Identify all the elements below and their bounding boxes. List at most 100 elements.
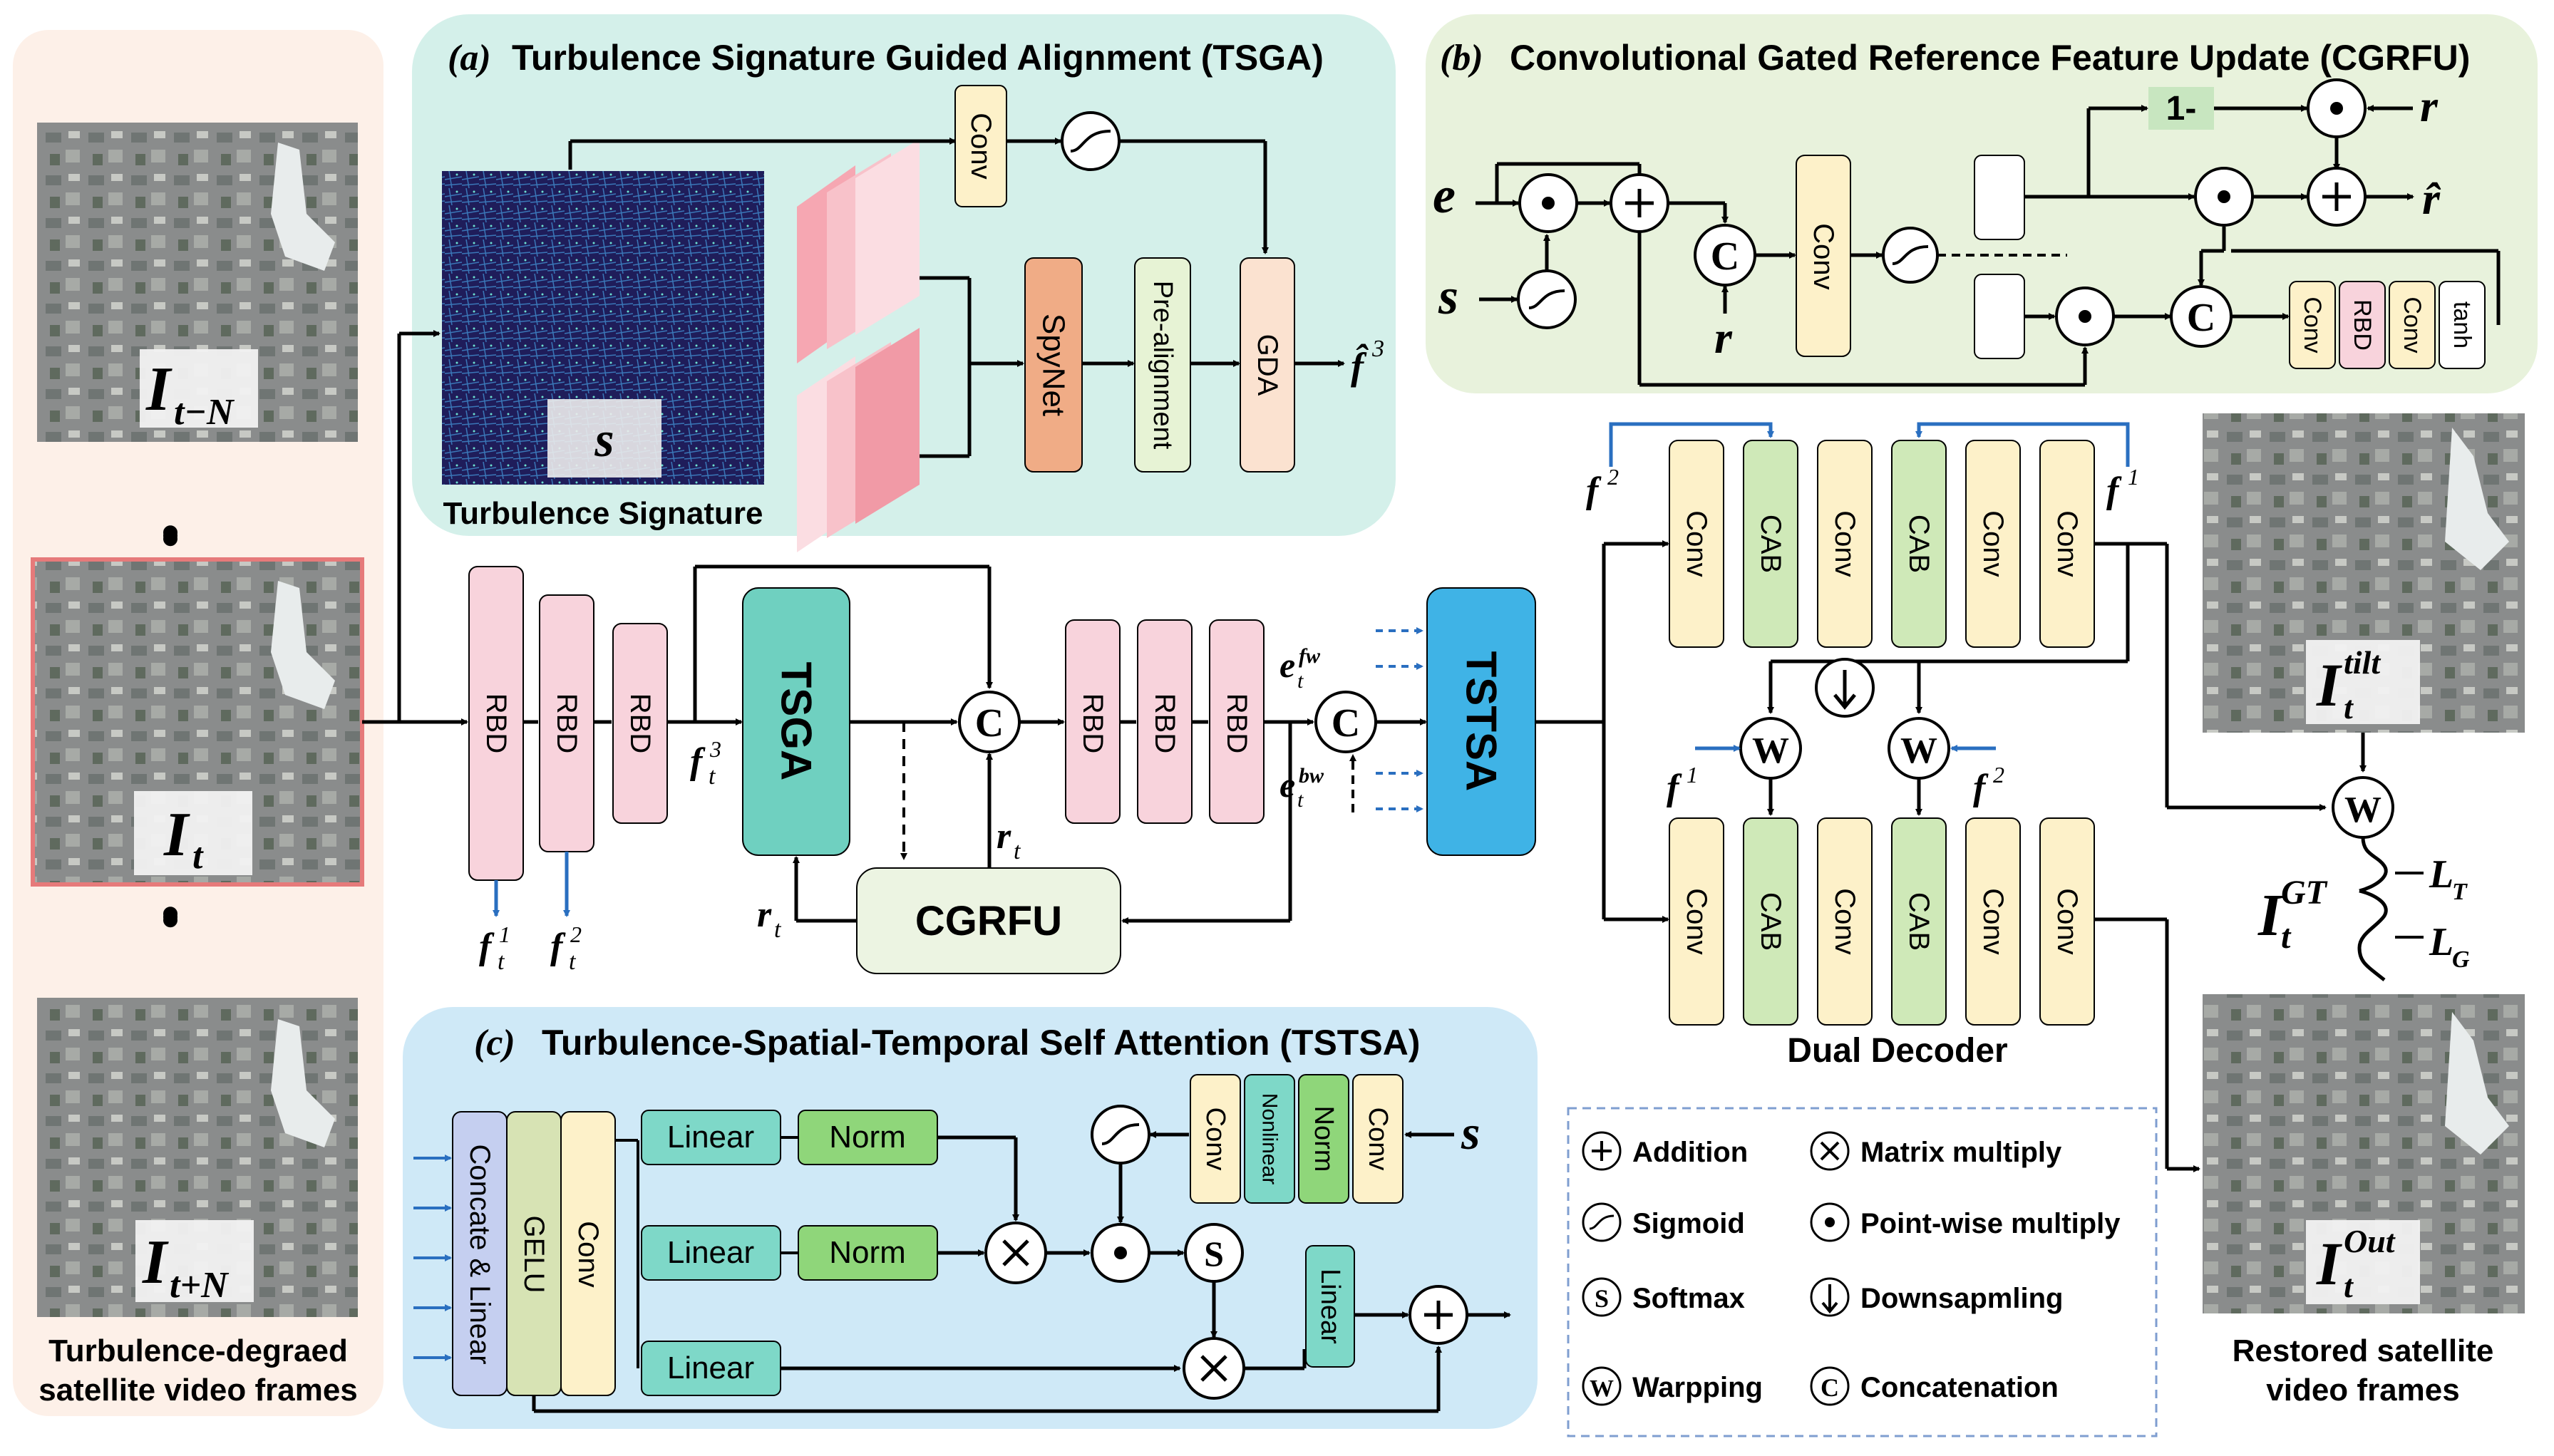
decoder-f2-label-2: f — [1973, 768, 1989, 808]
f1-label: f — [479, 926, 495, 967]
gt-main: I — [2257, 882, 2284, 949]
input-frame-t-minus-n: I t−N — [37, 123, 358, 442]
decoder-f2-sup: 2 — [1607, 464, 1619, 490]
concat-label: C — [975, 701, 1004, 745]
cgrfu-panel: (b) Convolutional Gated Reference Featur… — [1426, 14, 2538, 393]
efw-sup: fw — [1299, 644, 1321, 668]
rbd-label: RBD — [624, 693, 656, 753]
norm-label: Norm — [829, 1235, 906, 1270]
t-sub: t — [709, 763, 716, 790]
legend-sigmoid-label: Sigmoid — [1632, 1208, 1745, 1239]
warp-label: W — [1752, 730, 1789, 771]
linear-block-4 — [1305, 1245, 1355, 1368]
decoder-top-row: Conv CAB Conv CAB Conv Conv — [1669, 440, 2095, 648]
legend-warping-icon — [1582, 1366, 1622, 1406]
t-sub: t — [498, 949, 505, 975]
output-tilt-frame: I tilt t — [2203, 413, 2525, 733]
main-pipeline: RBD RBD RBD f 1 t f 2 t f 3 t TSGA C RBD… — [362, 330, 1536, 975]
tsga-conv-label: Conv — [965, 113, 997, 179]
legend-softmax-symbol: S — [1595, 1284, 1609, 1313]
legend-softmax-icon — [1582, 1277, 1622, 1317]
output-restored-frame: I Out t — [2203, 994, 2525, 1313]
cgrfu-r-input: r — [2420, 81, 2439, 131]
f2-label: f — [550, 926, 566, 967]
tstsa-label: TSTSA — [1458, 651, 1505, 792]
rbd-label: RBD — [480, 693, 512, 753]
decoder-f2-label: f — [1586, 470, 1602, 511]
tsga-conv-block — [954, 85, 1007, 207]
one-minus-label: 1- — [2166, 90, 2197, 128]
input-frame-t-plus-n: I t+N — [37, 998, 358, 1317]
tstsa-s-label: s — [1461, 1105, 1480, 1160]
rbd-label: RBD — [551, 693, 582, 753]
tsga-output-sup: 3 — [1371, 336, 1384, 362]
decoder-bottom-block-2: CAB — [1755, 892, 1786, 951]
dual-decoder: Conv CAB Conv CAB Conv Conv f 2 f 1 W W — [1535, 422, 2327, 1172]
signature-label: s — [594, 413, 614, 468]
lt-main: L — [2429, 852, 2453, 897]
gate-box-top — [1974, 155, 2025, 240]
decoder-bottom-block-4: CAB — [1903, 892, 1935, 951]
output-panel: I tilt t W I GT t L T L G I Out t Restor… — [2203, 413, 2525, 1408]
legend-pointwise-multiply-label: Point-wise multiply — [1860, 1208, 2121, 1239]
decoder-bottom-row: Conv CAB Conv CAB Conv Conv — [1669, 817, 2095, 1026]
legend-warping-symbol: W — [1590, 1375, 1614, 1402]
cgrfu-input-s: s — [1438, 268, 1458, 325]
out-sup: Out — [2344, 1223, 2396, 1259]
tsga-panel: (a) Turbulence Signature Guided Alignmen… — [412, 14, 1396, 552]
cgrfu-rbd-label: RBD — [2349, 299, 2376, 351]
tsga-prefix: (a) — [448, 38, 491, 78]
rbd-label: RBD — [1149, 693, 1180, 753]
t-sub: t — [1297, 669, 1304, 693]
gda-label: GDA — [1252, 334, 1283, 396]
decoder-bottom-block-6: Conv — [2051, 888, 2083, 954]
input-caption-line1: Turbulence-degraed — [48, 1333, 348, 1368]
legend-matrix-multiply-label: Matrix multiply — [1860, 1137, 2062, 1168]
decoder-bottom-block-1: Conv — [1681, 888, 1712, 954]
t-sub: t — [569, 949, 577, 975]
input-frame-t: I t — [31, 557, 364, 887]
r-label: r — [997, 816, 1011, 857]
sigmoid-icon — [1517, 269, 1577, 329]
t-sub: t — [774, 917, 782, 943]
nonlinear-label: Nonlinear — [1258, 1093, 1282, 1184]
gelu-label: GELU — [518, 1216, 550, 1294]
legend-softmax-label: Softmax — [1632, 1283, 1745, 1314]
frame-label-sub: t+N — [170, 1265, 230, 1306]
cgrfu-concat-label-2: C — [2187, 296, 2215, 340]
legend-addition-label: Addition — [1632, 1137, 1748, 1168]
cgrfu-tanh-block — [2439, 281, 2486, 369]
decoder-f1-label: f — [2106, 470, 2122, 511]
nonlinear-block — [1244, 1074, 1295, 1204]
t-sub: t — [1014, 838, 1021, 864]
tsga-title: Turbulence Signature Guided Alignment (T… — [512, 38, 1324, 78]
feature-stack-bottom — [797, 328, 920, 552]
concat-label: C — [1332, 701, 1360, 745]
tilt-sub: t — [2344, 689, 2354, 726]
tilt-main: I — [2316, 651, 2342, 719]
rbd-label: RBD — [1077, 693, 1108, 753]
tilt-sup: tilt — [2344, 644, 2381, 681]
f1-sup: 1 — [499, 921, 510, 947]
linear-label: Linear — [1315, 1269, 1345, 1344]
decoder-f1-sup: 1 — [2128, 464, 2139, 490]
concat-linear-label: Concate & Linear — [464, 1144, 495, 1364]
cgrfu-rbd-block — [2339, 281, 2386, 369]
cgrfu-prefix: (b) — [1440, 38, 1483, 78]
legend-concatenation-icon — [1810, 1366, 1850, 1406]
gt-sup: GT — [2281, 874, 2328, 912]
tstsa-conv3-label: Conv — [1363, 1108, 1393, 1171]
legend-downsampling-label: Downsapmling — [1860, 1283, 2063, 1314]
f2-sup: 2 — [570, 921, 582, 947]
cgrfu-concat-label: C — [1711, 234, 1739, 279]
decoder-f1-label-2: f — [1667, 768, 1682, 808]
cgrfu-conv3-label: Conv — [2399, 296, 2426, 353]
f3-label: f — [690, 741, 706, 782]
legend-concatenation-symbol: C — [1821, 1373, 1839, 1402]
out-main: I — [2316, 1229, 2342, 1298]
prealignment-label: Pre-alignment — [1148, 281, 1178, 450]
tstsa-conv-block — [560, 1111, 616, 1396]
tstsa-panel: (c) Turbulence-Spatial-Temporal Self Att… — [403, 1007, 1538, 1429]
softmax-label: S — [1204, 1234, 1224, 1274]
cgrfu-conv3-block — [2389, 281, 2436, 369]
